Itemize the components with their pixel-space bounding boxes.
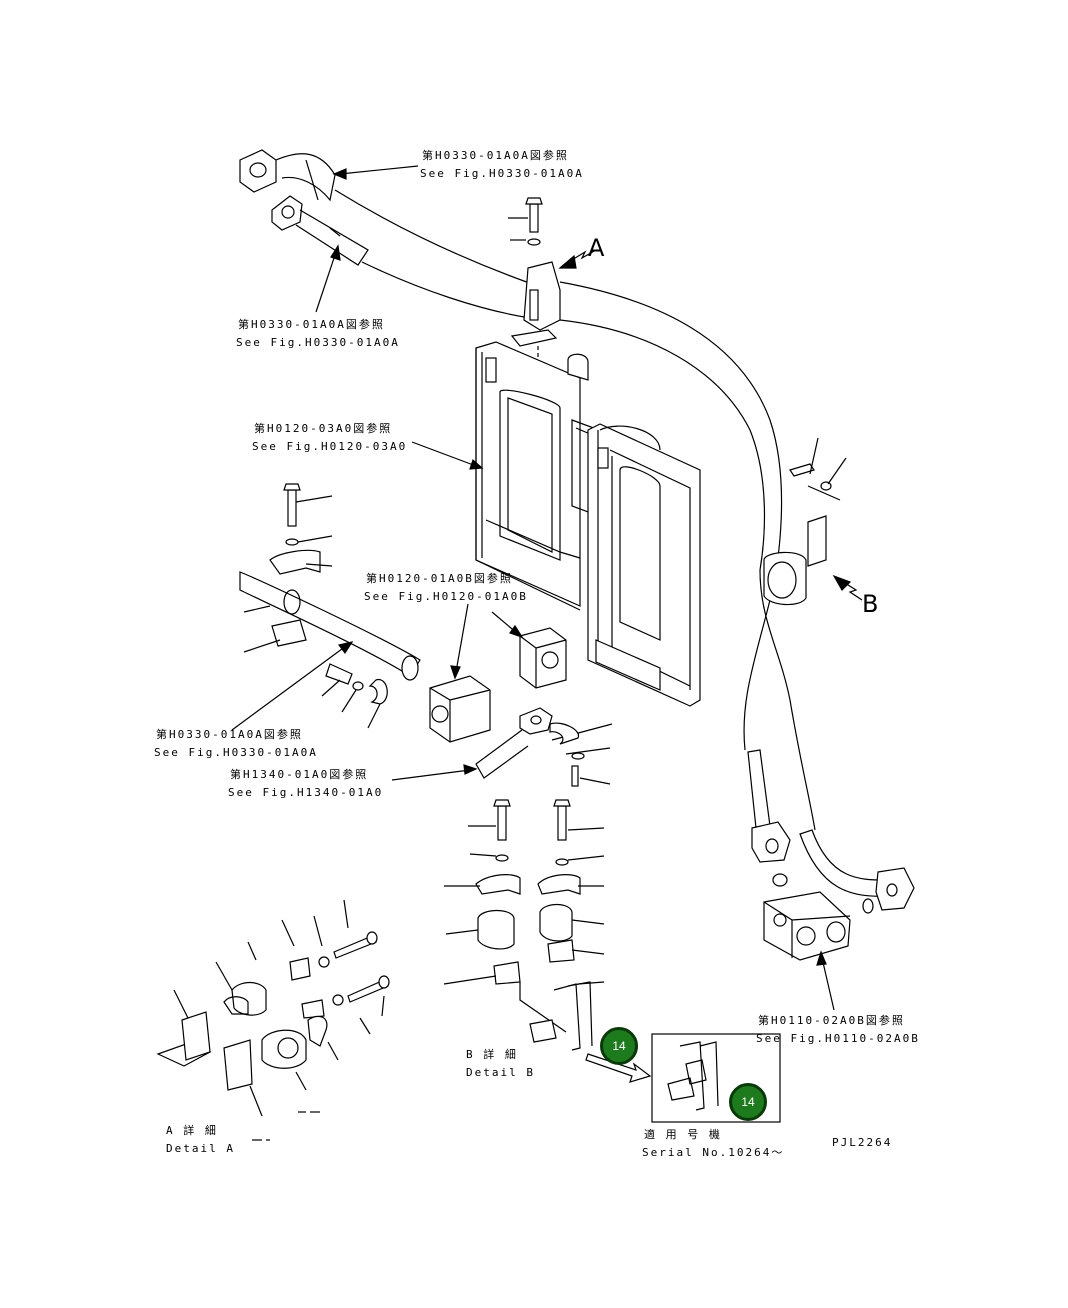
right-hose-lower <box>747 749 915 914</box>
detail-a-parts <box>156 931 390 1091</box>
clamp-a-assembly <box>510 197 561 530</box>
top-pipe-flange <box>239 149 336 202</box>
detail-a-title-jp: A 詳 細 <box>166 1124 218 1137</box>
lower-hose-fitting <box>475 707 585 787</box>
valve-block-b <box>519 627 567 689</box>
ref-pipe-lower-en: See Fig.H0330-01A0A <box>154 746 318 759</box>
part-badge-serial-box[interactable]: 14 <box>729 1083 767 1121</box>
view-a-label: A <box>588 234 605 262</box>
ref-valve-right-jp: 第H0110-02A0B図参照 <box>758 1014 905 1027</box>
ref-hose-left-jp: 第H0330-01A0A図参照 <box>238 318 385 331</box>
hose-left-fitting <box>271 195 369 266</box>
ref-hose-lower-en: See Fig.H1340-01A0 <box>228 786 384 799</box>
ref-frame-en: See Fig.H0120-03A0 <box>252 440 408 453</box>
ref-hose-lower-jp: 第H1340-01A0図参照 <box>230 768 369 781</box>
ref-hose-left-en: See Fig.H0330-01A0A <box>236 336 400 349</box>
detail-a-title-en: Detail A <box>166 1142 235 1155</box>
view-b-label: B <box>862 590 879 618</box>
detail-b-title-en: Detail B <box>466 1066 535 1079</box>
serial-en: Serial No.10264～ <box>642 1146 785 1159</box>
ref-block-en: See Fig.H0120-01A0B <box>364 590 528 603</box>
view-a-arrow <box>558 249 597 269</box>
ref-frame-jp: 第H0120-03A0図参照 <box>254 422 393 435</box>
ref-top-pipe-en: See Fig.H0330-01A0A <box>420 167 584 180</box>
long-hose-right-2 <box>559 319 816 831</box>
detail-a-leaders <box>173 899 385 1141</box>
reference-arrows <box>231 165 835 1011</box>
detail-b-title-jp: B 詳 細 <box>466 1048 518 1061</box>
main-frame <box>475 341 701 707</box>
detail-b-parts <box>475 799 593 1051</box>
detail-b-leaders <box>443 825 605 985</box>
long-hose-right-1 <box>559 281 783 751</box>
long-hose-upper <box>334 189 536 286</box>
serial-jp: 適 用 号 機 <box>644 1128 722 1141</box>
ref-top-pipe-jp: 第H0330-01A0A図参照 <box>422 149 569 162</box>
leader-lines <box>243 217 847 785</box>
left-bolt-stack <box>239 483 421 705</box>
ref-pipe-lower-jp: 第H0330-01A0A図参照 <box>156 728 303 741</box>
clamp-b-assembly <box>763 463 841 606</box>
serial-arrow <box>585 1053 652 1083</box>
ref-block-jp: 第H0120-01A0B図参照 <box>366 572 513 585</box>
drawing-code: PJL2264 <box>832 1136 893 1149</box>
valve-block-a <box>429 675 491 743</box>
view-b-arrow <box>832 574 863 601</box>
part-badge-detail-b[interactable]: 14 <box>600 1027 638 1065</box>
valve-right <box>763 891 851 961</box>
long-hose-lower <box>361 261 531 319</box>
ref-valve-right-en: See Fig.H0110-02A0B <box>756 1032 920 1045</box>
